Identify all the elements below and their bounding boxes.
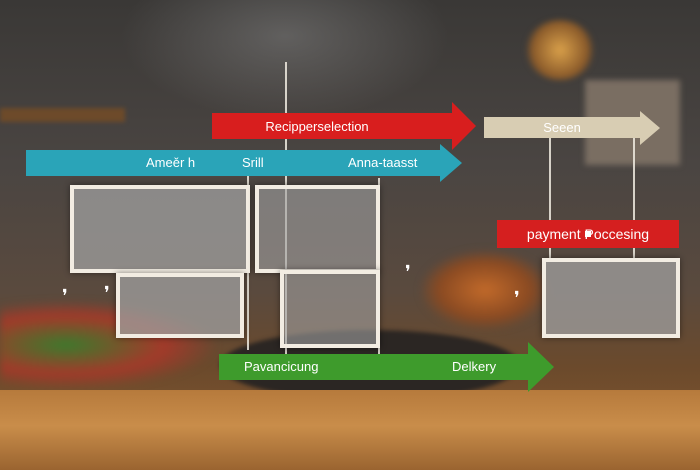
delivery-label-right: Delkery	[452, 359, 497, 374]
research-label-mid: Srill	[242, 155, 264, 170]
research-label-right: Anna-taasst	[348, 155, 418, 170]
panel-top-middle	[255, 185, 380, 273]
seen-label: Seeen	[543, 120, 581, 135]
delivery-arrow: Pavancicung Delkery	[219, 354, 528, 380]
panel-right	[542, 258, 680, 338]
background-shelf	[0, 108, 125, 122]
curl-mark: ❜	[104, 283, 110, 304]
curl-mark: ❜	[62, 286, 68, 307]
payment-processing-label: payment Poccesing	[526, 226, 650, 242]
delivery-label-left: Pavancicung	[244, 359, 319, 374]
panel-bottom-middle	[280, 270, 380, 348]
curl-mark: ❜	[405, 262, 411, 283]
seen-arrow: Seeen	[484, 117, 640, 138]
research-label-left: Ameěr h	[146, 155, 196, 170]
recipe-selection-arrow: Recipperselection	[212, 113, 452, 139]
research-arrow: Ameěr h Srill Anna-taasst	[26, 150, 440, 176]
recipe-selection-label: Recipperselection	[265, 118, 369, 134]
background-lamp	[525, 20, 595, 80]
connector-line	[549, 138, 551, 260]
panel-top-left	[70, 185, 250, 273]
panel-bottom-left	[116, 273, 244, 338]
background-food-right	[420, 250, 550, 330]
connector-line	[633, 138, 635, 260]
payment-processing-banner: payment Poccesing	[497, 220, 679, 248]
background-counter	[0, 390, 700, 470]
curl-mark: ❜	[514, 288, 520, 309]
